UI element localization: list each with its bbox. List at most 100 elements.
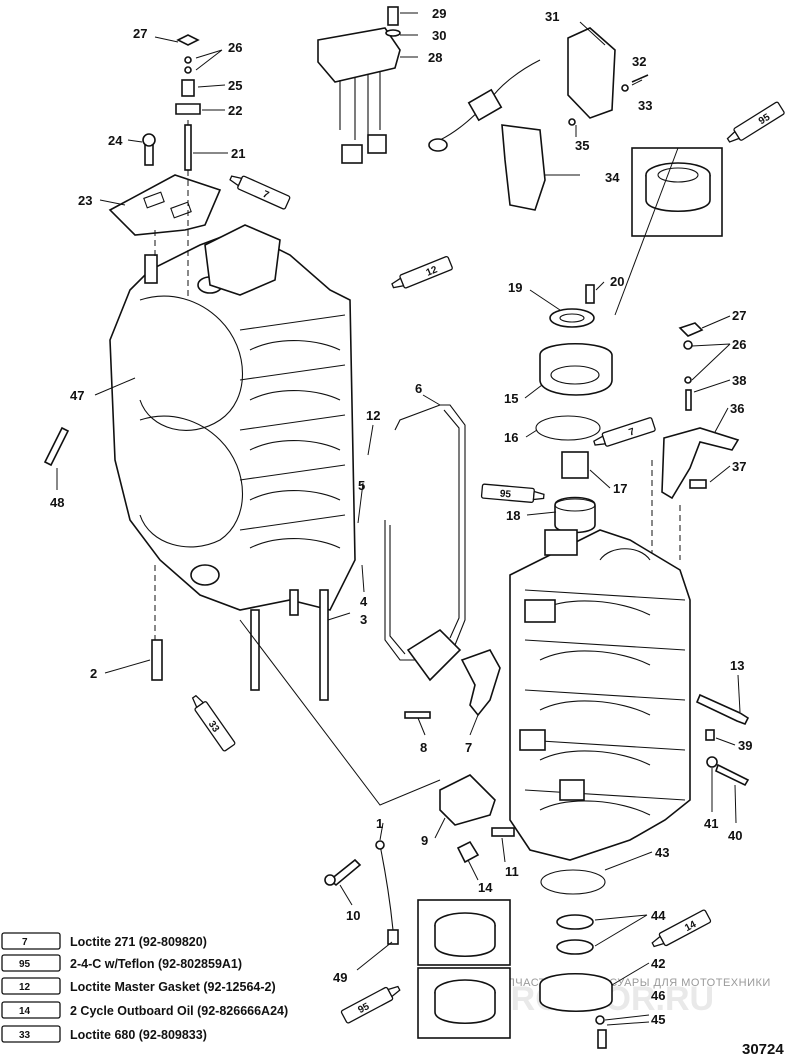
callout: 4 — [360, 594, 368, 609]
stud-hardware — [142, 34, 201, 171]
callout: 47 — [70, 388, 84, 403]
fuel-line — [384, 404, 466, 661]
tube-label: 14 — [683, 919, 698, 934]
callout: 42 — [651, 956, 665, 971]
upper-end-cap — [535, 284, 613, 534]
callout: 31 — [545, 9, 559, 24]
legend-tube-icon — [1, 1001, 61, 1019]
callout: 35 — [575, 138, 589, 153]
callout: 21 — [231, 146, 245, 161]
callout: 46 — [651, 988, 665, 1003]
callout: 3 — [360, 612, 367, 627]
legend-row: 95 2-4-C w/Teflon (92-802859A1) — [1, 954, 242, 972]
switch-box — [428, 27, 649, 211]
callout: 44 — [651, 908, 666, 923]
callout: 43 — [655, 845, 669, 860]
seal-detail-box — [614, 147, 723, 316]
callout: 10 — [346, 908, 360, 923]
callout: 14 — [478, 880, 493, 895]
callout: 25 — [228, 78, 242, 93]
legend-text: Loctite 680 (92-809833) — [70, 1028, 207, 1042]
ignition-module — [317, 6, 401, 164]
bracket-36 — [651, 322, 740, 590]
callout: 16 — [504, 430, 518, 445]
legend-row: 33 Loctite 680 (92-809833) — [1, 1025, 207, 1043]
watermark: PROSTOR.RU ЗАПЧАСТИ И АКСЕССУАРЫ ДЛЯ МОТ… — [488, 977, 771, 1018]
legend-text: Loctite Master Gasket (92-12564-2) — [70, 980, 276, 994]
sealant-tube-95-bearing: 95 — [480, 483, 545, 503]
legend-row: 12 Loctite Master Gasket (92-12564-2) — [1, 977, 276, 995]
tube-label: 7 — [261, 189, 271, 201]
callout: 26 — [732, 337, 746, 352]
callout: 17 — [613, 481, 627, 496]
legend-tube-icon — [1, 954, 61, 972]
callout: 29 — [432, 6, 446, 21]
callout: 22 — [228, 103, 242, 118]
callout: 15 — [504, 391, 518, 406]
legend-row: 7 Loctite 271 (92-809820) — [1, 932, 207, 950]
callout: 38 — [732, 373, 746, 388]
watermark-text: ЗАПЧАСТИ И АКСЕССУАРЫ ДЛЯ МОТОТЕХНИКИ — [492, 977, 771, 989]
crankcase-cover — [509, 529, 691, 861]
sealant-tube-12: 12 — [391, 255, 453, 289]
legend-tube-icon — [1, 977, 61, 995]
callout-numbers: 29 30 28 31 32 33 35 34 27 26 25 22 24 2… — [50, 6, 752, 1027]
callout: 30 — [432, 28, 446, 43]
bearing-caps — [404, 628, 515, 864]
callout: 6 — [415, 381, 422, 396]
callout: 18 — [506, 508, 520, 523]
callout: 49 — [333, 970, 347, 985]
legend-text: 2 Cycle Outboard Oil (92-826666A24) — [70, 1004, 288, 1018]
callout: 1 — [376, 816, 383, 831]
lower-seal-box — [417, 899, 511, 1039]
sealant-legend: 7 Loctite 271 (92-809820) 95 2-4-C w/Tef… — [1, 932, 288, 1043]
callout: 41 — [704, 816, 718, 831]
sealant-tube-7-stud: 7 — [229, 175, 291, 210]
callout: 2 — [90, 666, 97, 681]
legend-code: 14 — [19, 1006, 31, 1017]
legend-tube-icon — [1, 1025, 61, 1043]
callout: 8 — [420, 740, 427, 755]
leader-lines — [56, 12, 741, 1026]
sealant-tube-7-bracket: 7 — [593, 417, 656, 447]
callout: 26 — [228, 40, 242, 55]
side-bolts — [695, 693, 750, 787]
legend-row: 14 2 Cycle Outboard Oil (92-826666A24) — [1, 1001, 288, 1019]
tube-label: 95 — [499, 489, 511, 501]
callout: 7 — [465, 740, 472, 755]
callout: 12 — [366, 408, 380, 423]
legend-code: 7 — [22, 937, 28, 948]
pin-48 — [43, 426, 70, 467]
callout: 27 — [732, 308, 746, 323]
legend-text: 2-4-C w/Teflon (92-802859A1) — [70, 957, 242, 971]
callout: 34 — [605, 170, 620, 185]
callout: 11 — [505, 864, 519, 879]
legend-code: 12 — [19, 982, 31, 993]
callout: 19 — [508, 280, 522, 295]
sealant-tube-33: 33 — [191, 694, 236, 752]
legend-text: Loctite 271 (92-809820) — [70, 935, 207, 949]
callout: 40 — [728, 828, 742, 843]
callout: 23 — [78, 193, 92, 208]
callout: 32 — [632, 54, 646, 69]
legend-code: 95 — [19, 959, 31, 970]
callout: 33 — [638, 98, 652, 113]
callout: 5 — [358, 478, 365, 493]
tube-label: 12 — [425, 264, 440, 279]
callout: 28 — [428, 50, 442, 65]
callout: 45 — [651, 1012, 665, 1027]
callout: 37 — [732, 459, 746, 474]
callout: 20 — [610, 274, 624, 289]
callout: 39 — [738, 738, 752, 753]
legend-tube-icon — [1, 932, 61, 950]
cylinder-block — [108, 120, 356, 701]
lower-seal-parts — [324, 840, 613, 1049]
sealant-tube-14: 14 — [651, 909, 712, 948]
callout: 13 — [730, 658, 744, 673]
callout: 36 — [730, 401, 744, 416]
sealant-tube-95-bottom: 95 — [340, 985, 401, 1024]
legend-code: 33 — [19, 1030, 31, 1041]
sealant-tube-95-top: 95 — [726, 101, 785, 143]
drawing-number: 30724 — [742, 1041, 784, 1058]
